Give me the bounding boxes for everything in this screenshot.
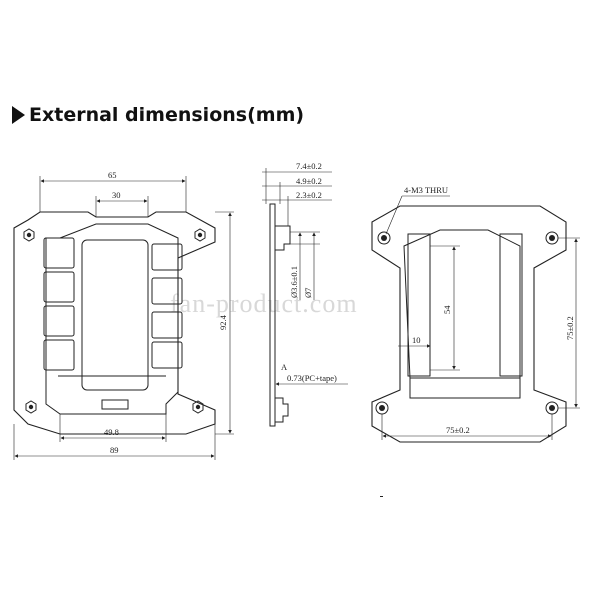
pad-right-1 (151, 243, 183, 271)
dim-height: 92.4 (218, 314, 228, 330)
dim-width-inner: 30 (112, 190, 121, 200)
dim-side-d3: 2.3±0.2 (296, 190, 322, 200)
dim-holes: 4-M3 THRU (404, 185, 448, 195)
dim-side-dia1: Ø3.6±0.1 (289, 266, 299, 298)
front-slot (101, 399, 129, 410)
mount-hole-icon (375, 231, 559, 415)
side-stud (275, 397, 289, 423)
front-window (81, 239, 149, 391)
side-boss (275, 225, 291, 251)
pad-left-2 (43, 271, 75, 303)
dim-pitch-h: 75±0.2 (446, 425, 470, 435)
dim-slot-len: 54 (442, 305, 452, 314)
front-view: 65 30 92.4 49.8 89 (13, 170, 234, 460)
dim-width-bottom-inner: 49.8 (104, 427, 119, 437)
dim-width-total: 89 (110, 445, 119, 455)
rail-left (407, 233, 431, 377)
side-plate (269, 203, 276, 427)
dim-side-d1: 7.4±0.2 (296, 161, 322, 171)
label-a: A (281, 362, 288, 372)
side-view: 7.4±0.2 4.9±0.2 2.3±0.2 Ø3.6±0.1 Ø7 A 0.… (262, 161, 348, 427)
pad-left-4 (43, 339, 75, 371)
dim-width-top: 65 (108, 170, 117, 180)
dim-pitch-v: 75±0.2 (565, 316, 575, 340)
dim-side-dia2: Ø7 (303, 288, 313, 298)
back-view: 4-M3 THRU 54 10 75±0.2 75±0.2 (371, 185, 580, 443)
front-inner-frame (45, 223, 179, 415)
dim-side-tape: 0.73(PC+tape) (287, 373, 337, 383)
watermark-text: fan-product.com (170, 289, 358, 318)
triangle-bullet-icon (12, 106, 25, 124)
back-outline (371, 205, 567, 443)
pad-right-2 (151, 277, 183, 305)
pad-left-1 (43, 237, 75, 269)
pad-right-3 (151, 311, 183, 339)
mount-hole-icon (23, 228, 206, 414)
section-heading: External dimensions(mm) (12, 104, 304, 126)
pad-left-3 (43, 305, 75, 337)
dim-slot-w: 10 (412, 335, 421, 345)
rail-right (499, 233, 523, 377)
pad-right-4 (151, 341, 183, 369)
dim-side-d2: 4.9±0.2 (296, 176, 322, 186)
back-inner (403, 229, 521, 379)
heading-title: External dimensions(mm) (29, 104, 305, 126)
